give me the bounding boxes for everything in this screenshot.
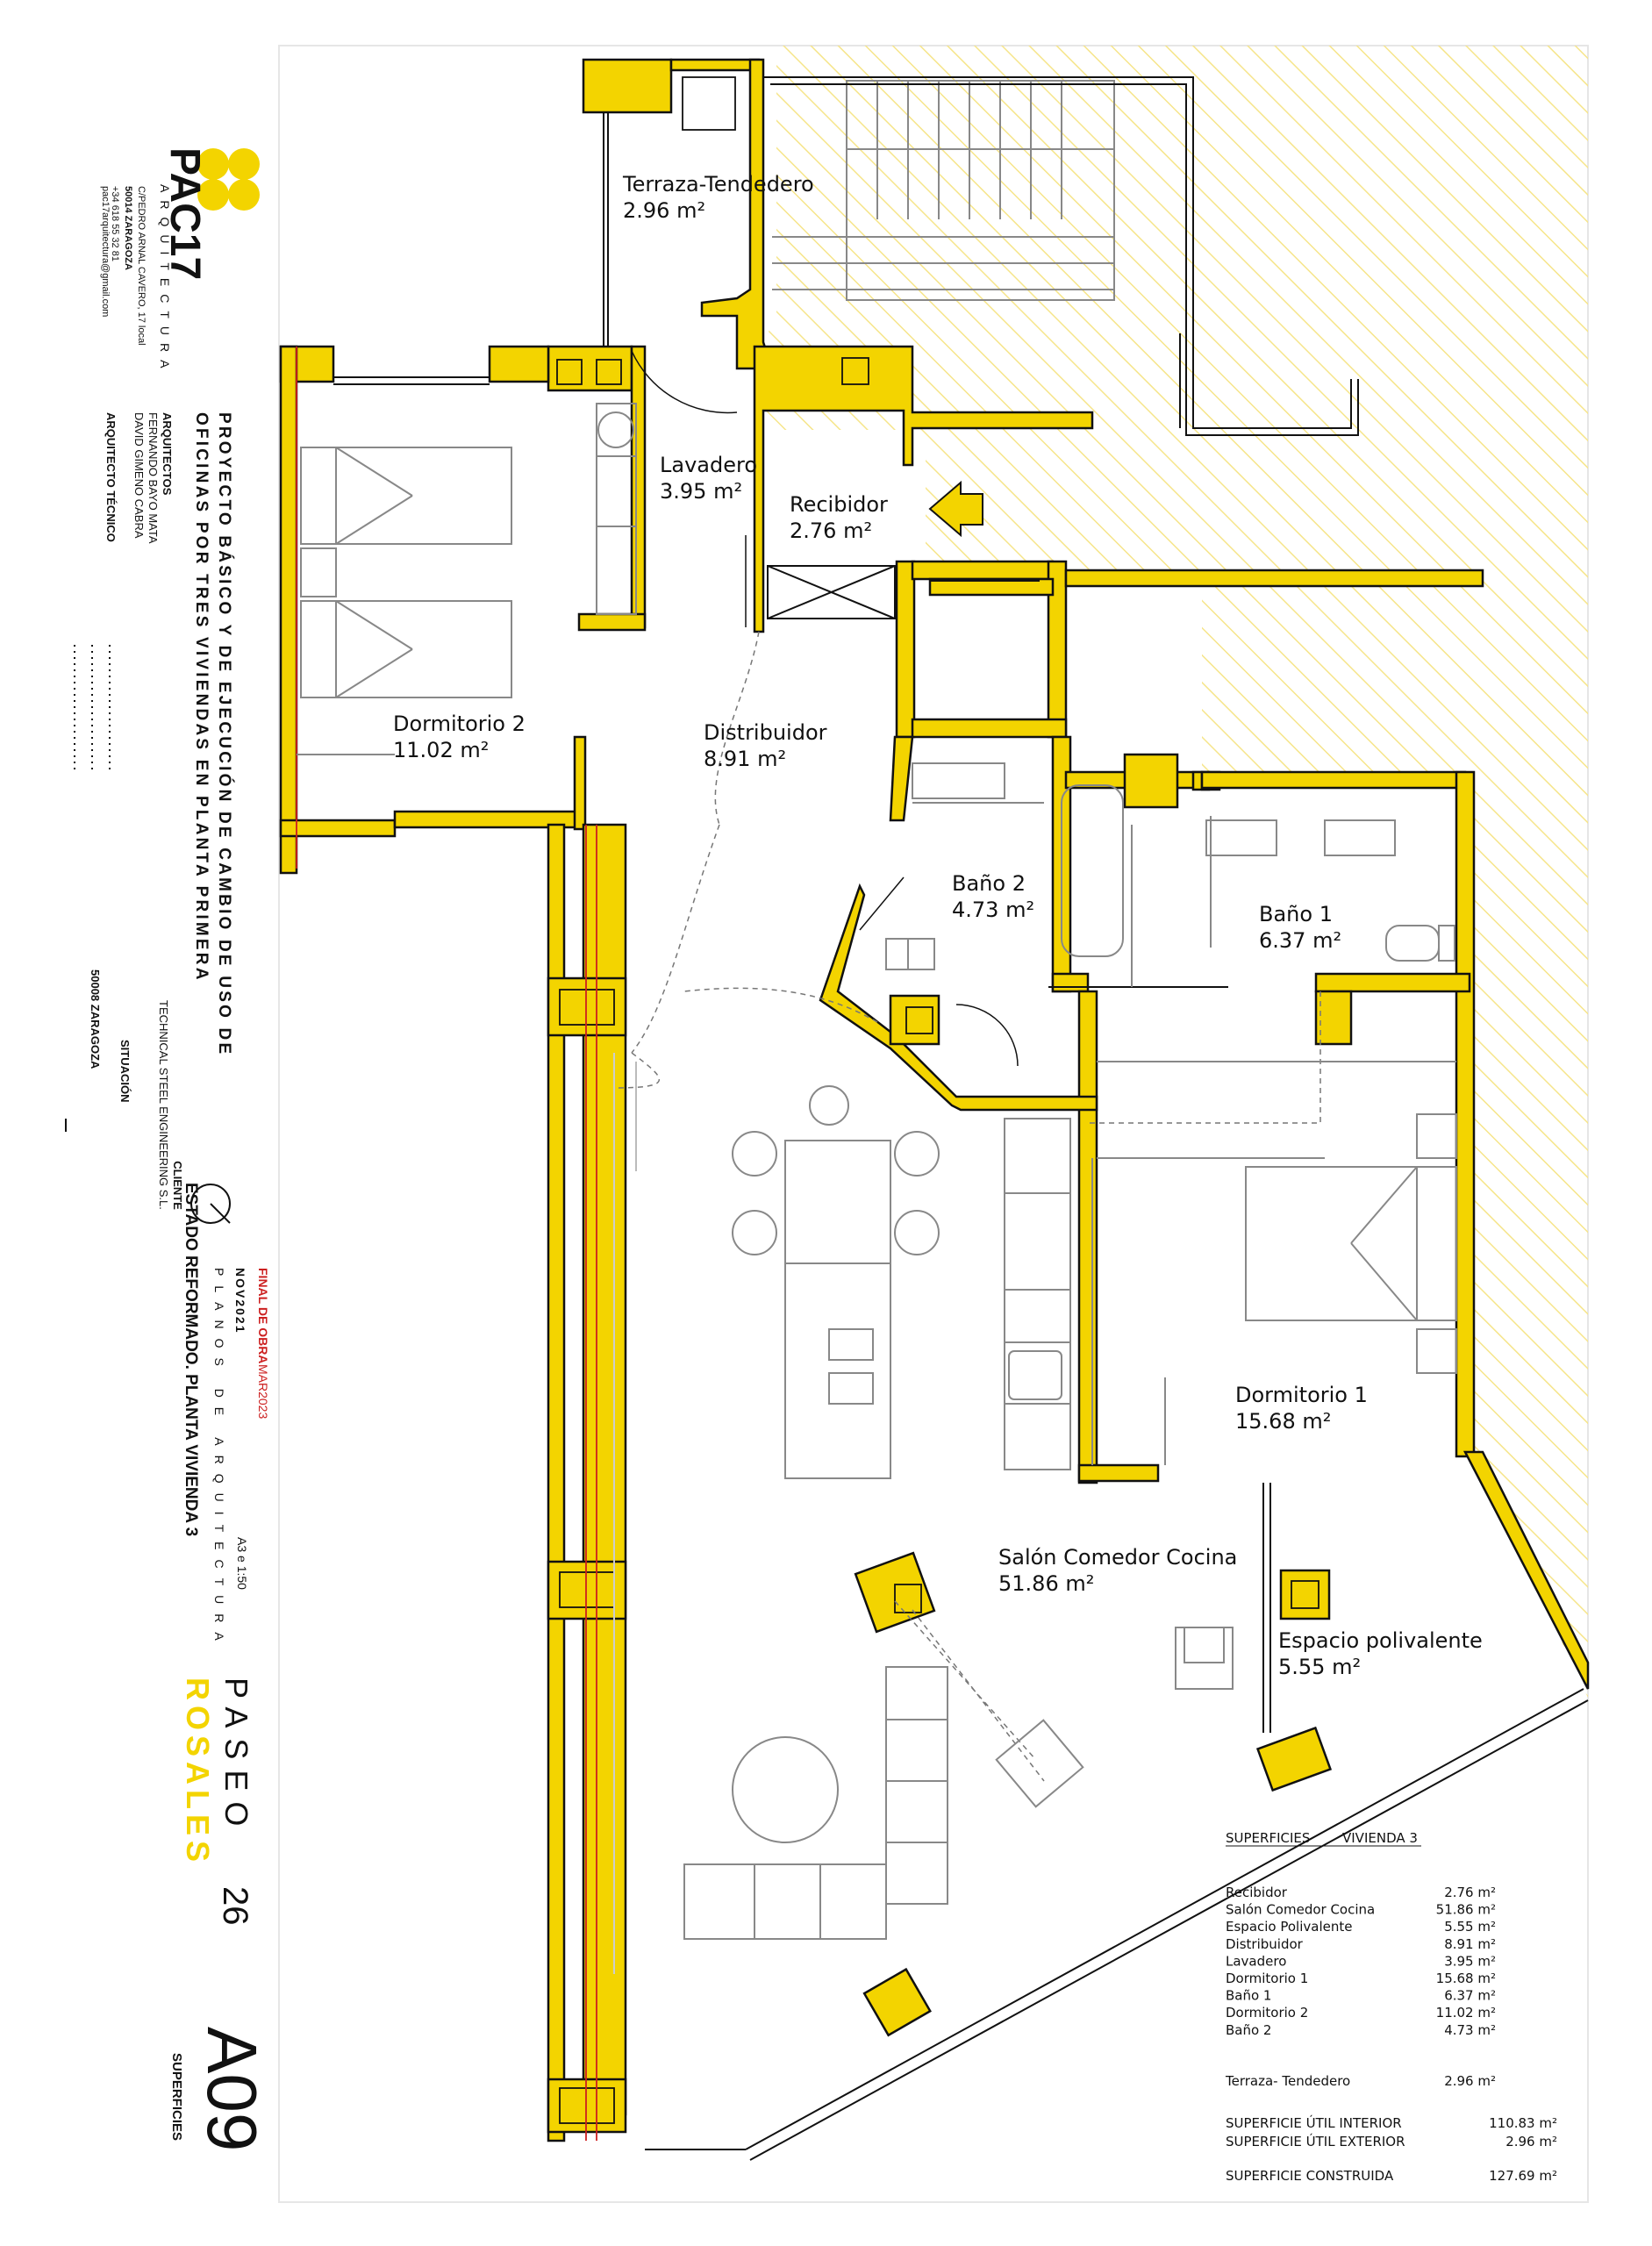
table-row-area: 15.68 m² — [1436, 1971, 1496, 1986]
firm-sub: ARQUITECTURA — [158, 184, 172, 376]
table-row-area: 11.02 m² — [1436, 2005, 1496, 2021]
table-total-area: 2.96 m² — [1505, 2134, 1557, 2149]
date: NOV2021 — [233, 1268, 247, 1334]
room-area: 15.68 m² — [1235, 1409, 1331, 1434]
room-name: Terraza-Tendedero — [622, 172, 814, 197]
room-labels: Terraza-Tendedero 2.96 m² Lavadero 3.95 … — [393, 172, 1483, 1679]
room-name: Baño 1 — [1259, 902, 1333, 926]
signature-lines — [74, 645, 111, 772]
room-area: 11.02 m² — [393, 738, 489, 762]
table-total-area: 110.83 m² — [1489, 2115, 1557, 2131]
table-row-area: 6.37 m² — [1444, 1988, 1496, 2004]
firm-address: C/PEDRO ARNAL CAVERO, 17 local — [136, 186, 147, 346]
room-area: 6.37 m² — [1259, 928, 1341, 953]
table-header: SUPERFICIES — [1226, 1830, 1310, 1846]
room-area: 51.86 m² — [998, 1571, 1094, 1596]
pac17-logo — [197, 148, 260, 211]
client-block: CLIENTE TECHNICAL STEEL ENGINEERING S.L. — [157, 1000, 184, 1210]
room-name: Salón Comedor Cocina — [998, 1545, 1237, 1570]
situation-value: 50008 ZARAGOZA — [89, 969, 102, 1069]
table-header: VIVIENDA 3 — [1342, 1830, 1418, 1846]
table-row-area: 8.91 m² — [1444, 1936, 1496, 1952]
architects-block: ARQUITECTOS FERNANDO BAYO MATA DAVID GIM… — [132, 412, 174, 544]
room-name: Dormitorio 2 — [393, 712, 526, 736]
room-area: 8.91 m² — [704, 747, 786, 771]
room-name: Lavadero — [660, 453, 757, 477]
sheet-number: A09 — [193, 2027, 271, 2152]
table-row-area: 4.73 m² — [1444, 2022, 1496, 2038]
table-row-name: Salón Comedor Cocina — [1226, 1902, 1375, 1918]
windows — [333, 112, 1589, 2161]
table-row-area: 2.96 m² — [1444, 2073, 1496, 2089]
table-row-name: Recibidor — [1226, 1885, 1288, 1900]
project-title: PROYECTO BÁSICO Y DE EJECUCIÓN DE CAMBIO… — [192, 412, 233, 1057]
red-axis-lines — [296, 347, 597, 2141]
room-area: 2.76 m² — [790, 519, 872, 543]
table-row-name: Espacio Polivalente — [1226, 1919, 1352, 1935]
table-row-name: Baño 2 — [1226, 2022, 1271, 2038]
room-area: 5.55 m² — [1278, 1655, 1361, 1679]
furniture — [297, 403, 1457, 1974]
street-2: ROSALES — [180, 1677, 216, 1868]
status-final-date: MAR2023 — [256, 1364, 270, 1420]
table-total-name: SUPERFICIE CONSTRUIDA — [1226, 2168, 1394, 2184]
firm-city: 50014 ZARAGOZA — [123, 186, 133, 270]
firm-email: pac17arquitectura@gmail.com — [100, 186, 111, 318]
room-name: Dormitorio 1 — [1235, 1383, 1368, 1407]
table-row-name: Terraza- Tendedero — [1225, 2073, 1350, 2089]
door-swings — [613, 631, 1321, 1782]
table-row-name: Dormitorio 1 — [1226, 1971, 1308, 1986]
north-arrow — [190, 1184, 231, 1224]
table-row-area: 2.76 m² — [1444, 1885, 1496, 1900]
room-name: Distribuidor — [704, 720, 827, 745]
room-area: 3.95 m² — [660, 479, 742, 504]
room-area: 2.96 m² — [623, 198, 705, 223]
table-row-name: Distribuidor — [1226, 1936, 1304, 1952]
street-number: 26 — [216, 1886, 254, 1926]
table-row-area: 3.95 m² — [1444, 1953, 1496, 1969]
room-area: 4.73 m² — [952, 898, 1034, 922]
room-name: Recibidor — [790, 492, 888, 517]
table-row-name: Lavadero — [1226, 1953, 1286, 1969]
room-name: Espacio polivalente — [1278, 1628, 1483, 1653]
recibidor-door — [767, 565, 896, 619]
status-final: FINAL DE OBRA — [256, 1268, 270, 1364]
table-total-name: SUPERFICIE ÚTIL EXTERIOR — [1226, 2133, 1405, 2149]
scale: A3 e 1:50 — [235, 1537, 249, 1590]
tech-architect-label: ARQUITECTO TÉCNICO — [104, 412, 118, 542]
table-total-name: SUPERFICIE ÚTIL INTERIOR — [1226, 2114, 1402, 2131]
firm-address-block: C/PEDRO ARNAL CAVERO, 17 local 50014 ZAR… — [108, 186, 147, 346]
staircase — [772, 80, 1115, 301]
table-row-name: Baño 1 — [1226, 1988, 1271, 2004]
room-name: Baño 2 — [952, 871, 1026, 896]
surfaces-table: SUPERFICIES VIVIENDA 3 Recibidor 2.76 m² S… — [1225, 1830, 1557, 2184]
sheet-name: SUPERFICIES — [169, 2053, 184, 2142]
table-row-area: 51.86 m² — [1436, 1902, 1496, 1918]
sheet-type: PLANOS DE ARQUITECTURA — [212, 1268, 226, 1650]
situation-block: SITUACIÓN — [118, 1040, 132, 1103]
entrance-arrow — [928, 480, 983, 538]
table-total-area: 127.69 m² — [1489, 2168, 1557, 2184]
table-row-area: 5.55 m² — [1444, 1919, 1496, 1935]
table-row-name: Dormitorio 2 — [1226, 2005, 1308, 2021]
door-arcs — [631, 350, 1019, 1067]
stair-enclosure — [763, 76, 1359, 436]
hatched-exterior-area — [763, 46, 1588, 1698]
street-1: PASEO — [218, 1677, 254, 1837]
drawing-title: ESTADO REFORMADO. PLANTA VIVIENDA 3 — [182, 1183, 200, 1537]
walls — [279, 58, 1590, 2142]
